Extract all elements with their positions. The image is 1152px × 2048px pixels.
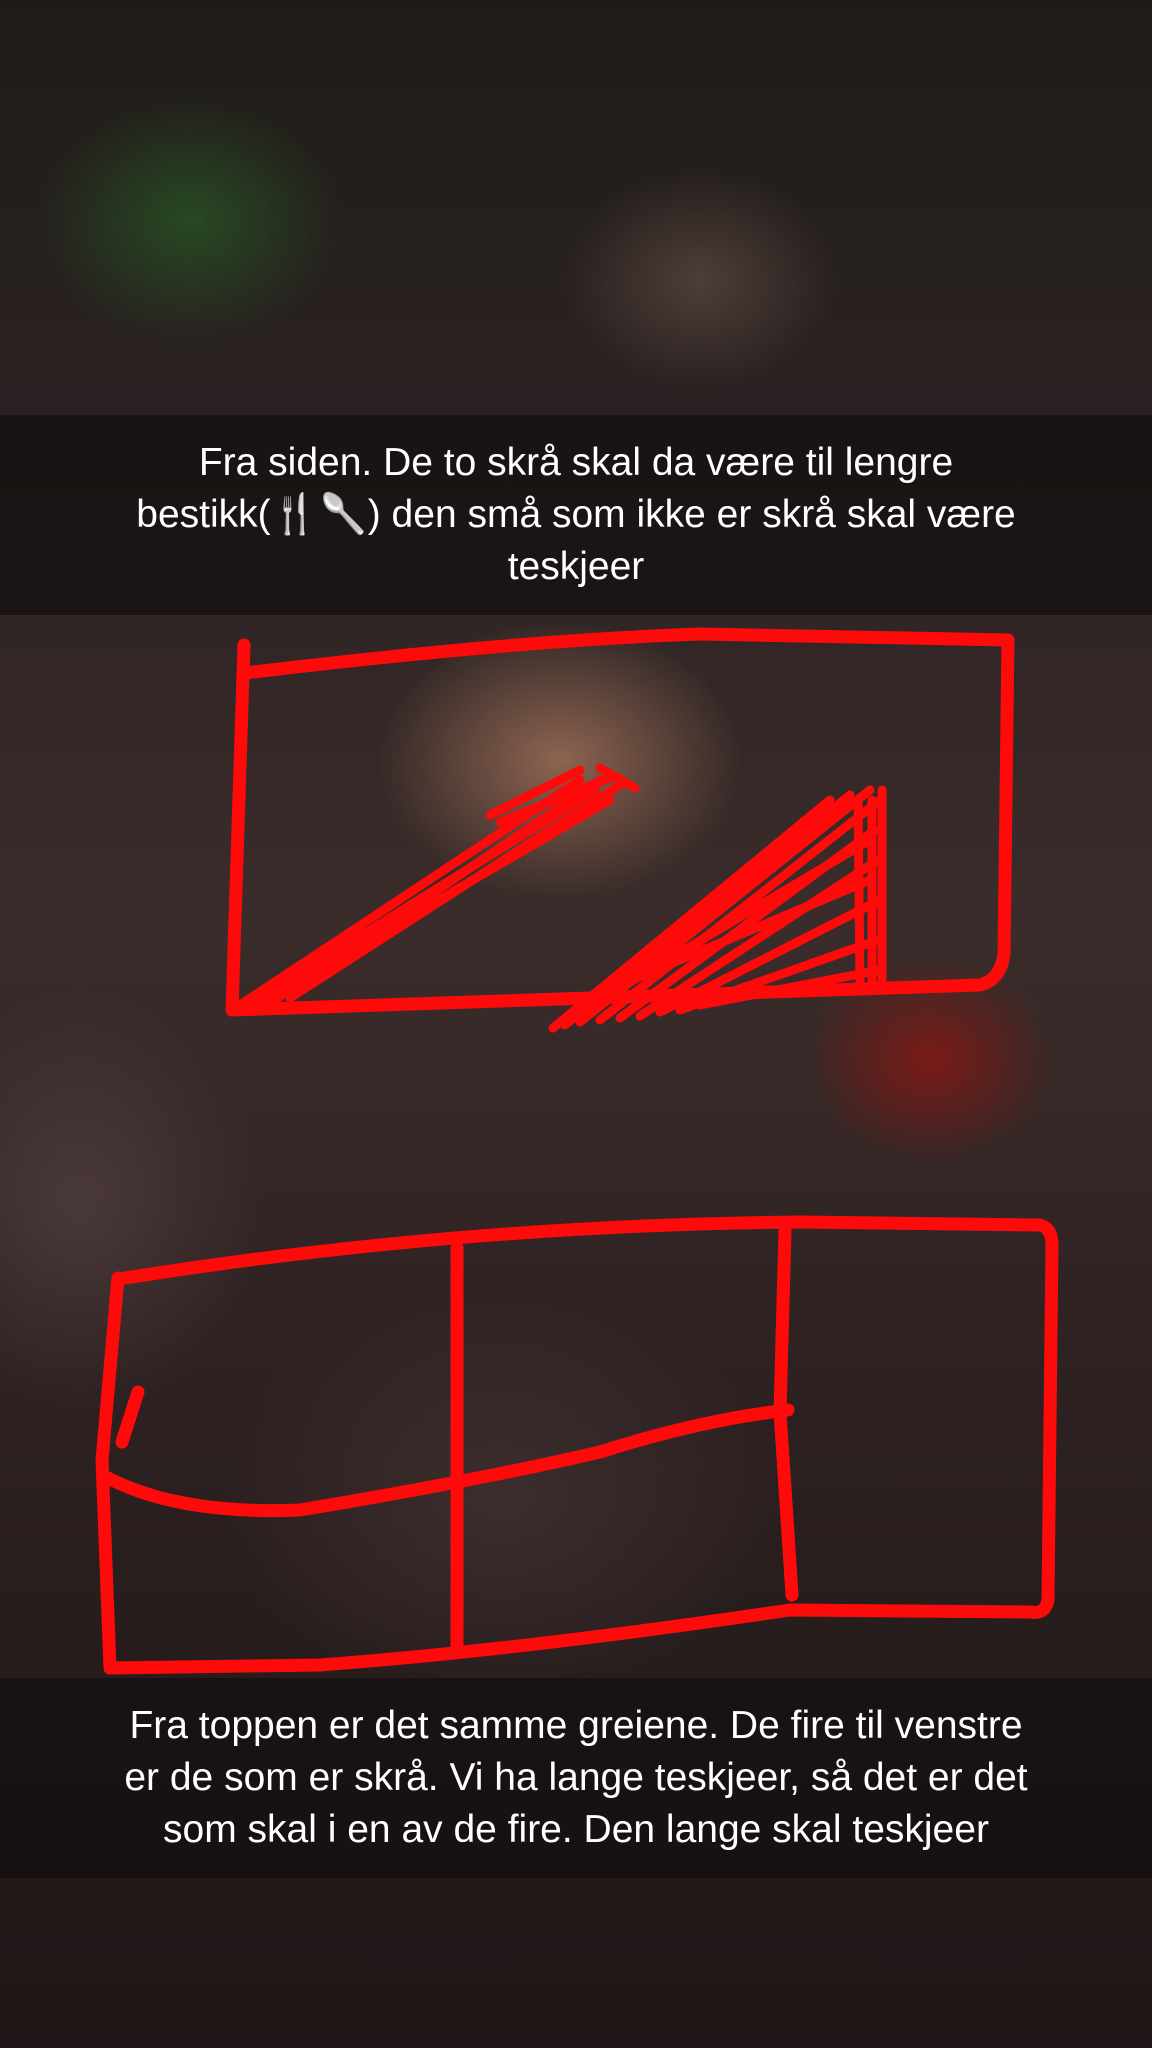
- caption-top: Fra siden. De to skrå skal da være til l…: [0, 415, 1152, 615]
- side-view-right-slant: [548, 785, 887, 1033]
- side-view-box: [225, 627, 1015, 1017]
- top-view-left-tick: [115, 1385, 145, 1449]
- top-view-horizontal-divider: [101, 1403, 795, 1518]
- caption-top-text: Fra siden. De to skrå skal da være til l…: [136, 441, 1016, 588]
- side-view-left-slant: [235, 763, 640, 1010]
- caption-bottom-text: Fra toppen er det samme greiene. De fire…: [124, 1704, 1028, 1851]
- caption-bottom: Fra toppen er det samme greiene. De fire…: [0, 1678, 1152, 1878]
- top-view-box: [95, 1215, 1059, 1675]
